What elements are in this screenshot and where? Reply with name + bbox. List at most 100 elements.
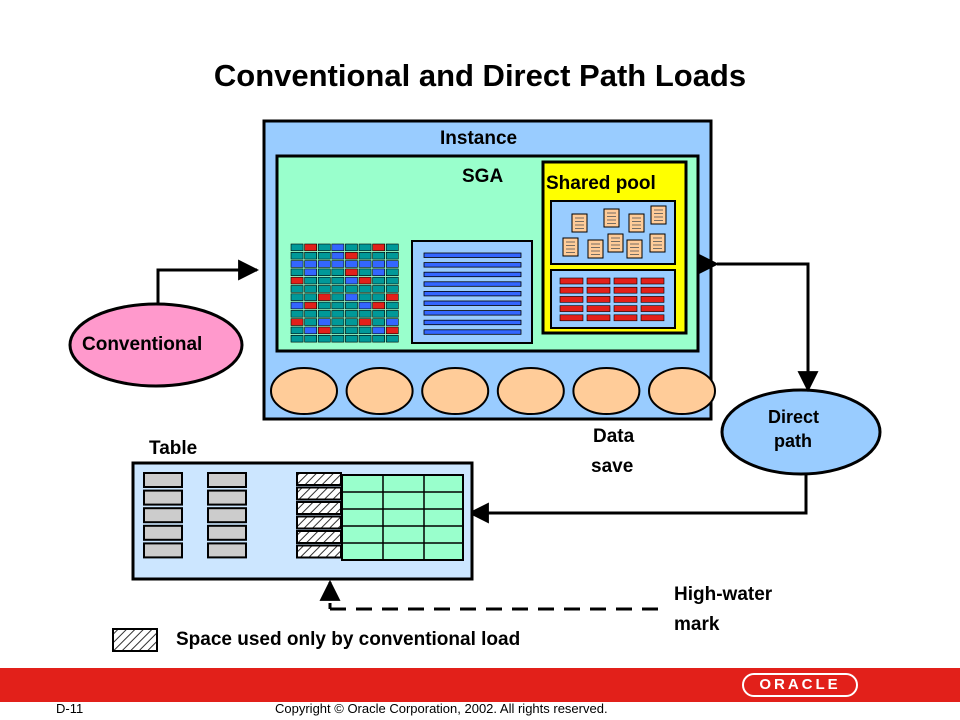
buffer-block (385, 285, 399, 293)
redo-entry (423, 300, 522, 306)
data-save-label-line2: save (591, 456, 634, 477)
buffer-block (331, 260, 345, 268)
shared-pool-label: Shared pool (546, 173, 656, 194)
buffer-block (331, 243, 345, 252)
sql-document (607, 233, 624, 253)
direct-path-label-line2: path (774, 431, 812, 451)
dictionary-block (640, 305, 665, 312)
buffer-block (317, 326, 331, 335)
buffer-block (358, 326, 372, 335)
buffer-block (304, 301, 318, 310)
buffer-block (345, 293, 358, 301)
buffer-block (372, 243, 386, 252)
buffer-block (385, 293, 399, 301)
buffer-block (290, 252, 304, 260)
buffer-block (345, 301, 358, 310)
hatched-block (296, 515, 342, 530)
buffer-block (358, 260, 372, 268)
buffer-block (385, 268, 399, 276)
background-processes (270, 367, 716, 415)
dictionary-block (559, 286, 584, 294)
dictionary-block (640, 277, 665, 285)
buffer-block (290, 243, 304, 252)
buffer-block (358, 301, 372, 310)
dictionary-block (586, 286, 611, 294)
dictionary-block (640, 286, 665, 294)
buffer-block (345, 268, 358, 276)
buffer-block (345, 260, 358, 268)
buffer-block (358, 243, 372, 252)
sga-label: SGA (462, 166, 504, 187)
buffer-block (331, 310, 345, 318)
buffer-block (385, 243, 399, 252)
buffer-block (290, 318, 304, 326)
table-label: Table (149, 438, 198, 459)
buffer-block (317, 301, 331, 310)
buffer-block (304, 268, 318, 276)
data-save-label-line1: Data (593, 426, 635, 447)
buffer-block (290, 334, 304, 343)
redo-entry (423, 281, 522, 287)
redo-entry (423, 310, 522, 316)
table-block (143, 472, 183, 488)
library-cache-documents (562, 205, 667, 259)
dictionary-block (640, 314, 665, 322)
hatched-block (296, 530, 342, 544)
buffer-block (385, 276, 399, 285)
hatched-block (296, 486, 342, 501)
table-block (207, 542, 247, 559)
sql-document (571, 213, 588, 233)
buffer-block (317, 243, 331, 252)
dictionary-block (613, 296, 638, 303)
sql-document (628, 213, 645, 233)
buffer-block (290, 285, 304, 293)
buffer-block (358, 276, 372, 285)
buffer-block (358, 285, 372, 293)
buffer-block (345, 326, 358, 335)
buffer-block (317, 318, 331, 326)
table-block (143, 542, 183, 559)
buffer-block (331, 318, 345, 326)
buffer-block (304, 310, 318, 318)
redo-entry (423, 262, 522, 268)
dictionary-block (586, 277, 611, 285)
legend-text: Space used only by conventional load (176, 629, 521, 650)
buffer-block (290, 260, 304, 268)
table-block (207, 507, 247, 524)
high-water-mark-label-line1: High-water (674, 584, 773, 605)
buffer-block (358, 293, 372, 301)
buffer-block (304, 334, 318, 343)
buffer-block (345, 252, 358, 260)
dictionary-block (586, 314, 611, 322)
buffer-block (290, 301, 304, 310)
direct-path-arrow-to-table (467, 474, 808, 524)
buffer-block (372, 252, 386, 260)
buffer-block (317, 310, 331, 318)
buffer-block (385, 334, 399, 343)
sql-document (626, 239, 643, 259)
sql-document (603, 208, 620, 228)
buffer-block (290, 268, 304, 276)
dictionary-block (559, 314, 584, 322)
buffer-block (290, 293, 304, 301)
table-block (207, 472, 247, 488)
buffer-block (372, 276, 386, 285)
dictionary-cache-blocks (559, 277, 665, 322)
redo-log-buffer (411, 240, 533, 344)
buffer-block (304, 326, 318, 335)
redo-entry (423, 271, 522, 278)
buffer-block (345, 310, 358, 318)
dictionary-block (559, 277, 584, 285)
copyright-text: Copyright © Oracle Corporation, 2002. Al… (275, 701, 608, 716)
dictionary-block (613, 314, 638, 322)
table-blocks (143, 472, 464, 561)
slide-title: Conventional and Direct Path Loads (213, 58, 747, 93)
dictionary-block (559, 296, 584, 303)
dictionary-block (613, 305, 638, 312)
buffer-block (304, 318, 318, 326)
sql-document (587, 239, 604, 259)
sql-document (562, 237, 579, 257)
buffer-block (331, 285, 345, 293)
buffer-block (385, 260, 399, 268)
